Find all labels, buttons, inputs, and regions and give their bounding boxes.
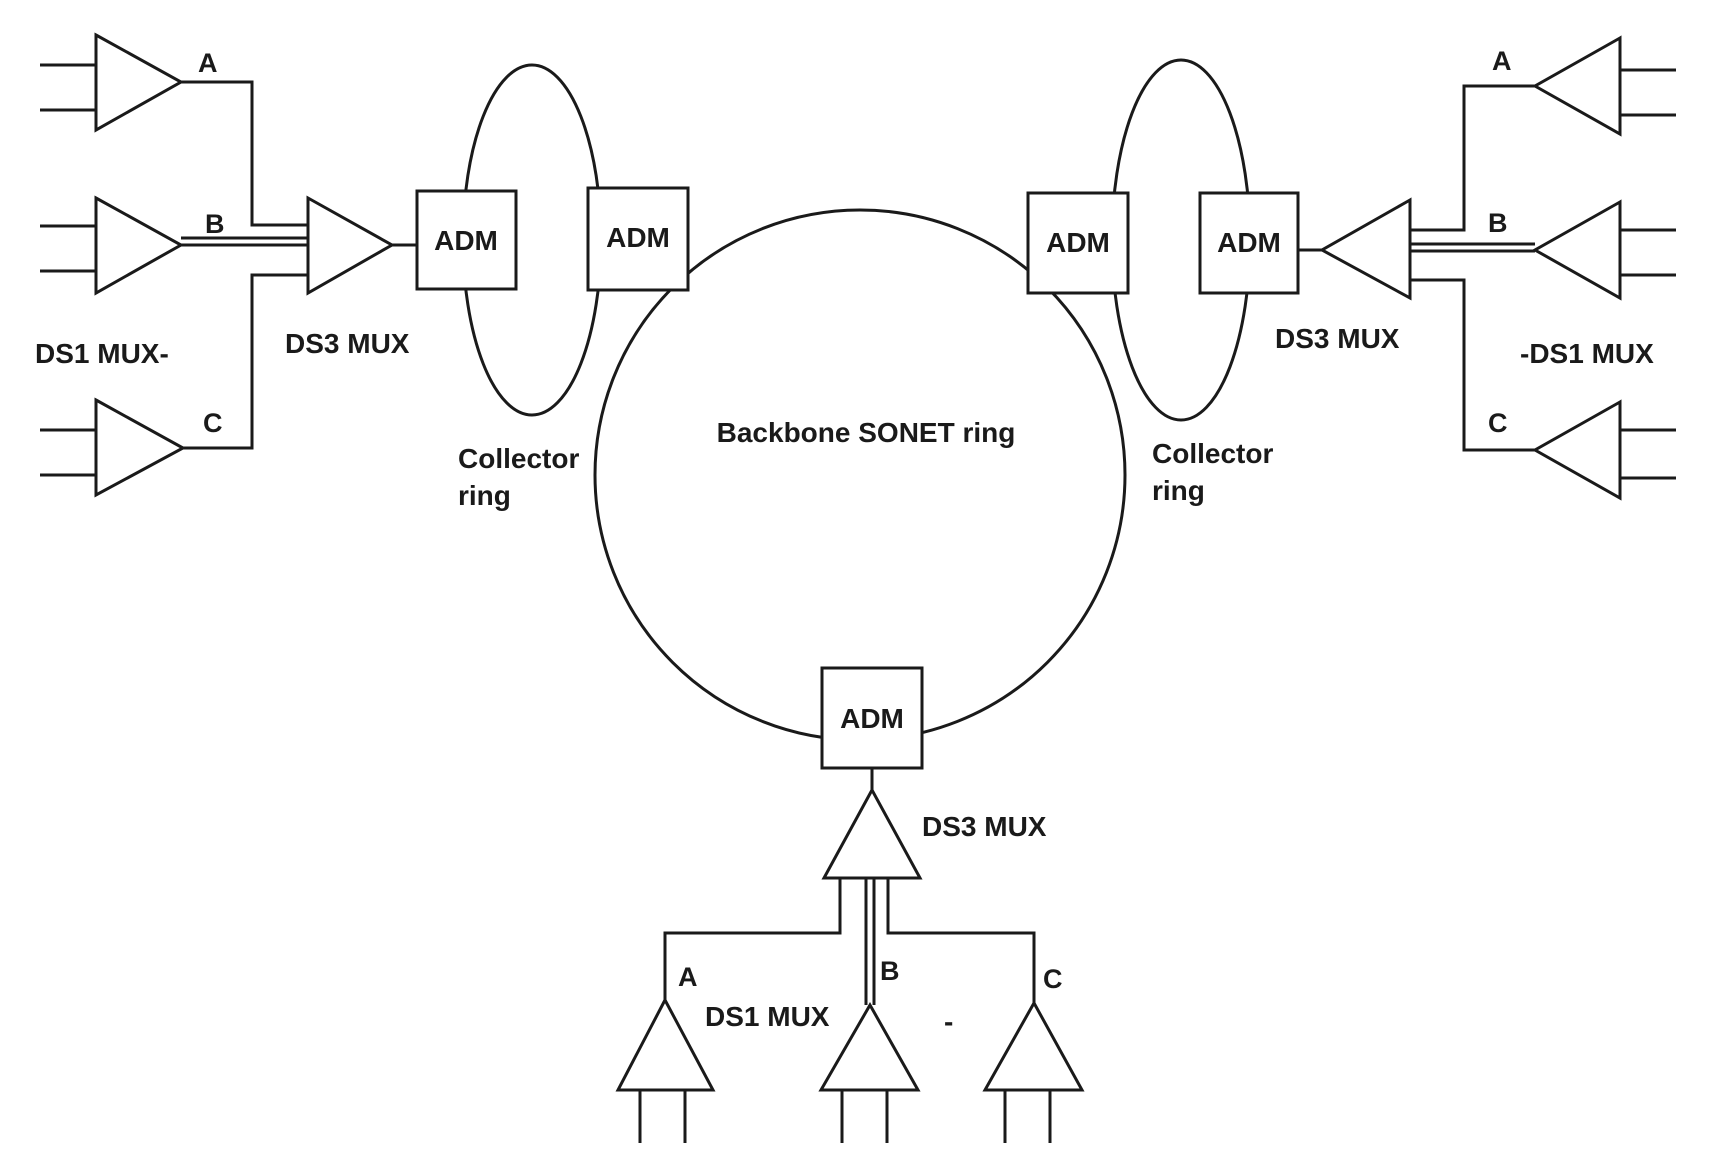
bottom-connection-lines [663,878,1036,1005]
adm-left-inner [586,186,690,292]
left-branch-a-label: A [198,48,218,78]
collector-ring-left-line1: Collector [458,443,579,474]
bottom-ds3-mux [821,786,923,880]
adm-right-outer-label: ADM [1217,227,1281,258]
left-ds1-mux-a [94,32,185,133]
right-ds1-mux-label: -DS1 MUX [1520,338,1654,369]
right-connection-lines [1298,84,1535,452]
bottom-branch-c-label: C [1043,964,1063,994]
right-ds1-mux-c [1531,399,1622,501]
right-branch-a-label: A [1492,46,1512,76]
adm-left-outer [415,189,518,291]
adm-left-inner-label: ADM [606,222,670,253]
left-ds3-mux-label: DS3 MUX [285,328,410,359]
bottom-ds1-mux-b [818,1001,921,1092]
left-ds1-mux-label: DS1 MUX- [35,338,169,369]
collector-ring-left-line2: ring [458,480,511,511]
left-ds1-input-lines [40,63,96,477]
adm-right-inner-label: ADM [1046,227,1110,258]
bottom-dash-label: - [944,1006,953,1037]
left-ds3-mux [306,195,396,296]
right-ds1-input-lines [1620,68,1676,480]
collector-ring-right-line1: Collector [1152,438,1273,469]
left-ds1-mux-c [94,397,187,498]
bottom-ds1-mux-a [615,996,716,1092]
backbone-ring-label: Backbone SONET ring [717,417,1016,448]
bottom-ds1-mux-c [982,999,1085,1092]
bottom-ds3-mux-label: DS3 MUX [922,811,1047,842]
left-ds1-mux-b [94,195,185,296]
bottom-ds1-output-lines [638,1090,1052,1143]
adm-right-inner [1026,191,1130,295]
left-branch-c-label: C [203,408,223,438]
right-ds3-mux-label: DS3 MUX [1275,323,1400,354]
right-ds1-mux-a [1531,35,1622,137]
right-branch-b-label: B [1488,208,1508,238]
left-branch-b-label: B [205,209,225,239]
right-ds1-mux-b [1531,199,1622,301]
left-connection-lines [181,80,417,450]
bottom-ds1-mux-label: DS1 MUX [705,1001,830,1032]
right-branch-c-label: C [1488,408,1508,438]
adm-left-outer-label: ADM [434,225,498,256]
right-ds3-mux [1318,197,1412,301]
adm-bottom [820,666,924,770]
bottom-branch-b-label: B [880,956,900,986]
adm-right-outer [1198,191,1300,295]
adm-bottom-label: ADM [840,703,904,734]
collector-ring-right-line2: ring [1152,475,1205,506]
bottom-branch-a-label: A [678,962,698,992]
